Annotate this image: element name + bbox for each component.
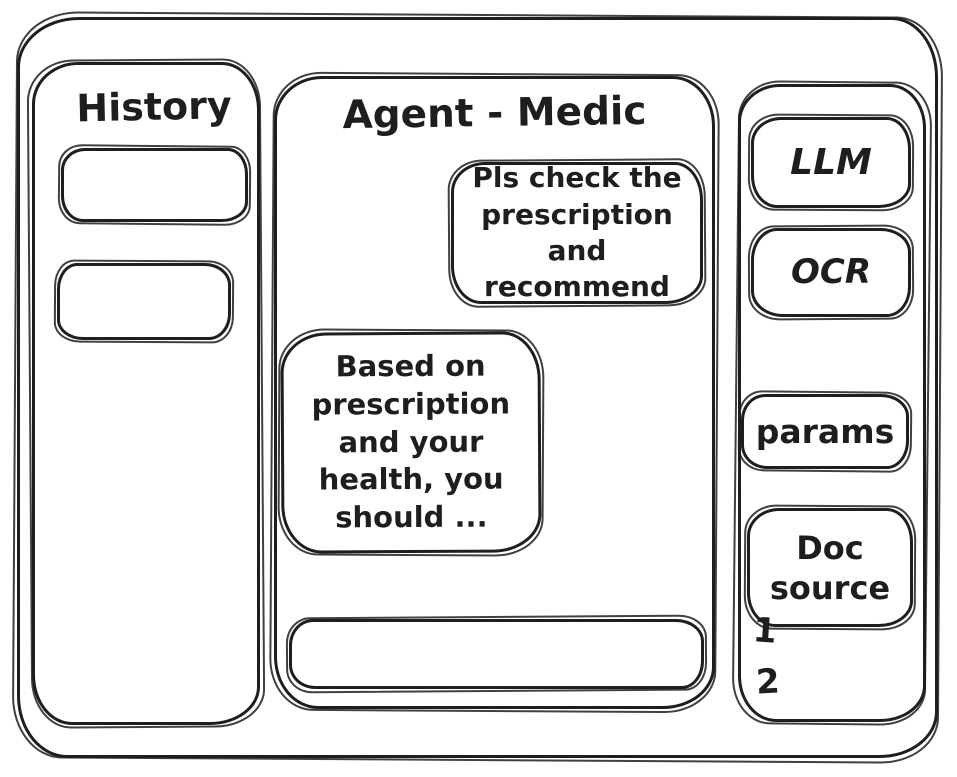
ocr-button[interactable]: OCR — [751, 228, 911, 317]
llm-button[interactable]: LLM — [751, 117, 911, 208]
app-frame: History Agent - Medic Pls check the pres… — [17, 17, 938, 758]
chat-title: Agent - Medic — [342, 88, 647, 139]
chat-input[interactable] — [292, 622, 701, 686]
history-title: History — [75, 83, 233, 131]
doc-source-item-2[interactable]: 2 — [754, 661, 781, 703]
history-sidebar: History — [32, 62, 260, 725]
chat-panel: Agent - Medic Pls check the prescription… — [274, 76, 715, 709]
doc-source-item-1[interactable]: 1 — [751, 610, 779, 652]
assistant-message-bubble: Based on prescription and your health, y… — [280, 331, 542, 554]
params-button[interactable]: params — [741, 394, 909, 469]
history-item[interactable] — [57, 263, 231, 340]
chat-input-box — [289, 619, 704, 689]
user-message-bubble: Pls check the prescription and recommend — [451, 161, 703, 304]
tools-sidebar: LLM OCR params Doc source 1 2 — [738, 84, 926, 722]
history-item[interactable] — [61, 148, 248, 222]
doc-source-button[interactable]: Doc source — [747, 508, 913, 627]
